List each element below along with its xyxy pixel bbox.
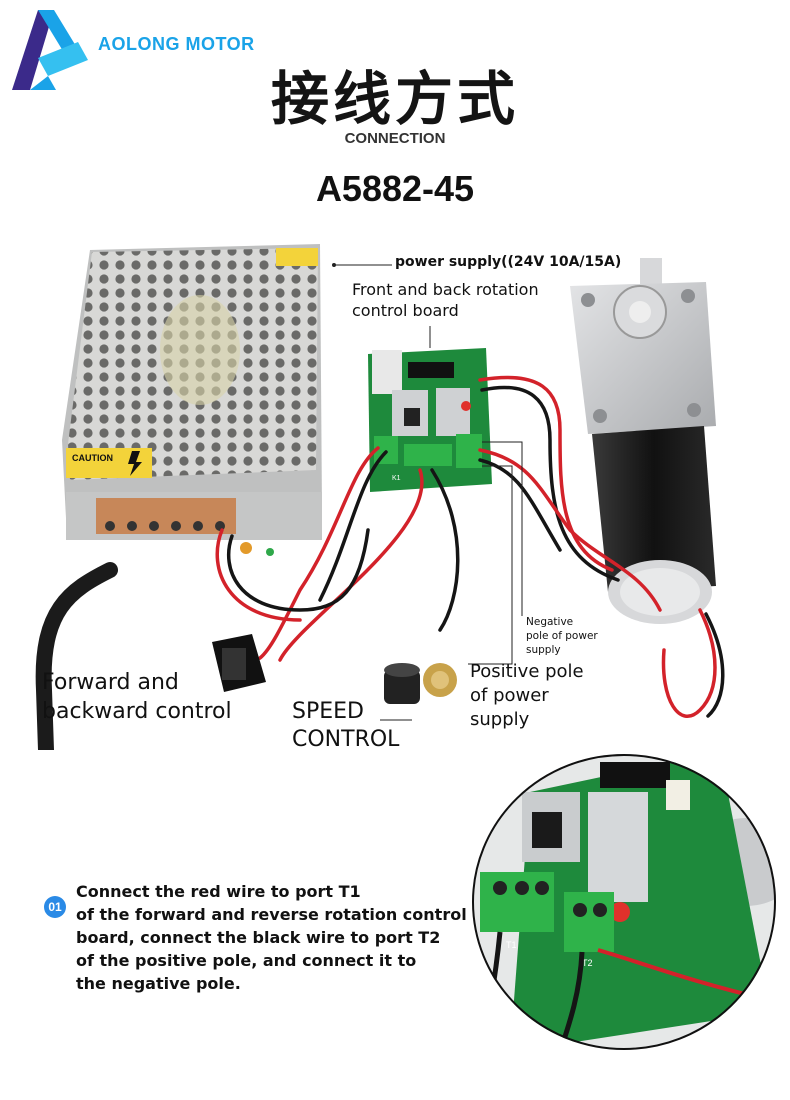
negative-pole-label-line-2: pole of power <box>526 630 598 642</box>
page-title: 接线方式 <box>270 65 519 133</box>
leader-lines <box>332 263 523 721</box>
step-instructions: Connect the red wire to port T1 of the f… <box>76 880 467 995</box>
speed-control-label-line-1: SPEED <box>292 699 364 724</box>
control-board-label-line-1: Front and back rotation <box>352 280 539 299</box>
speed-control-label: SPEED CONTROL <box>292 698 432 754</box>
power-supply: CAUTION <box>62 244 322 556</box>
forward-backward-label: Forward and backward control <box>42 668 292 726</box>
wire-harness <box>215 375 725 718</box>
step-line: of the positive pole, and connect it to <box>76 951 417 970</box>
model-number: A5882-45 <box>315 168 475 209</box>
step-number-badge: 01 <box>44 896 66 918</box>
forward-backward-label-line-2: backward control <box>42 699 232 724</box>
caution-label: CAUTION <box>72 453 113 463</box>
page-subtitle: CONNECTION <box>344 130 446 147</box>
aolong-logo-icon <box>12 10 88 90</box>
step-line: board, connect the black wire to port T2 <box>76 928 441 947</box>
positive-pole-label-line-2: of power <box>470 685 549 706</box>
positive-pole-label: Positive pole of power supply <box>470 660 630 732</box>
brand-name: AOLONG MOTOR <box>98 34 255 54</box>
k1-mark: K1 <box>392 475 401 482</box>
positive-pole-label-line-3: supply <box>470 709 530 730</box>
t1-mark: T1 <box>506 940 517 950</box>
control-board-label-line-2: control board <box>352 301 459 320</box>
negative-pole-label-line-1: Negative <box>526 616 574 628</box>
rocker-switch <box>212 634 266 692</box>
mains-cable <box>35 562 118 750</box>
positive-pole-label-line-1: Positive pole <box>470 661 584 682</box>
forward-backward-label-line-1: Forward and <box>42 670 179 695</box>
wiring-diagram-photo: CAUTION K1 <box>35 244 725 750</box>
power-supply-label: power supply((24V 10A/15A) <box>395 254 622 270</box>
step-line: of the forward and reverse rotation cont… <box>76 905 467 924</box>
speed-potentiometer <box>384 663 457 704</box>
worm-gear-motor <box>570 258 716 624</box>
negative-pole-label: Negative pole of power supply <box>526 615 626 657</box>
step-line: Connect the red wire to port T1 <box>76 882 361 901</box>
step-line: the negative pole. <box>76 974 241 993</box>
negative-pole-label-line-3: supply <box>526 644 561 656</box>
board-closeup-circle: T1 T2 <box>472 754 776 1050</box>
speed-control-label-line-2: CONTROL <box>292 727 400 752</box>
t2-mark: T2 <box>582 958 593 968</box>
control-board-label: Front and back rotation control board <box>352 279 582 321</box>
control-board: K1 <box>368 348 492 492</box>
